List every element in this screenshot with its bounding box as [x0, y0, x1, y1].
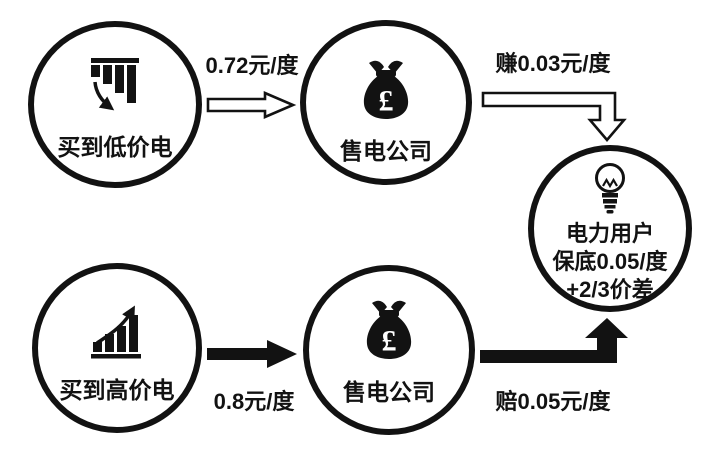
arrow-seller-to-users-loss — [480, 318, 628, 363]
edge-label-low-to-seller: 0.72元/度 — [205, 53, 299, 78]
arrow-low-to-seller — [206, 91, 297, 119]
arrow-high-to-seller — [207, 340, 297, 368]
node-buy-low: 买到低价电 — [28, 21, 202, 188]
node-label-line2: 保底0.05/度 — [552, 249, 668, 274]
node-label: 售电公司 — [340, 138, 432, 164]
node-label-group: 电力用户 保底0.05/度 +2/3价差 — [553, 220, 668, 304]
edge-label-seller-to-users-gain: 赚0.03元/度 — [495, 51, 611, 76]
node-seller-top: £ 售电公司 — [300, 20, 472, 185]
node-label: 买到低价电 — [57, 134, 173, 160]
pound-symbol: £ — [382, 325, 397, 358]
falling-bar-chart-icon — [89, 56, 141, 118]
money-bag-icon: £ — [361, 60, 411, 120]
node-label: 售电公司 — [343, 379, 435, 405]
node-label-line3: +2/3价差 — [566, 277, 654, 302]
edge-label-high-to-seller: 0.8元/度 — [213, 389, 295, 414]
node-buy-high: 买到高价电 — [32, 263, 202, 433]
arrow-seller-to-users-gain — [481, 91, 627, 143]
rising-bar-chart-icon — [89, 299, 145, 363]
edge-label-seller-to-users-loss: 赔0.05元/度 — [495, 389, 611, 414]
node-label-line1: 电力用户 — [565, 221, 654, 246]
node-label: 买到高价电 — [59, 377, 175, 403]
node-seller-bottom: £ 售电公司 — [303, 265, 475, 435]
pound-symbol: £ — [379, 85, 394, 118]
node-power-users: 电力用户 保底0.05/度 +2/3价差 — [528, 145, 692, 312]
light-bulb-icon — [592, 162, 628, 216]
money-bag-icon: £ — [364, 300, 414, 360]
